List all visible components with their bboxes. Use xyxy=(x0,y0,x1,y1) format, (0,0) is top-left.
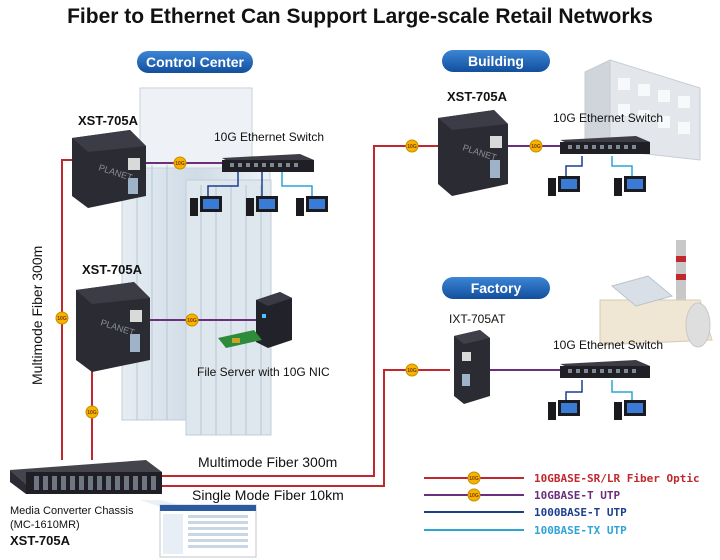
pc-icon xyxy=(548,176,580,196)
pc-icon xyxy=(296,196,328,216)
xst-building-label: XST-705A xyxy=(447,89,508,104)
svg-text:10G: 10G xyxy=(57,316,67,322)
singlemode-fiber-label: Single Mode Fiber 10km xyxy=(192,487,344,503)
zone-pill-building: Building xyxy=(442,50,550,72)
svg-text:10G: 10G xyxy=(407,368,417,374)
badge-10g: 10G xyxy=(185,313,199,327)
chassis-label: Media Converter Chassis xyxy=(10,505,134,517)
pc-workstations-control xyxy=(190,196,328,216)
vertical-fiber-label: Multimode Fiber 300m xyxy=(29,246,45,385)
badge-10g: 10G xyxy=(55,311,69,325)
factory-building xyxy=(599,240,713,348)
svg-text:10G: 10G xyxy=(175,161,185,167)
svg-text:Building: Building xyxy=(468,53,524,69)
svg-text:10G: 10G xyxy=(87,410,97,416)
zone-pill-control-center: Control Center xyxy=(137,51,253,73)
management-ui-screenshot xyxy=(140,500,257,558)
switch-building-label: 10G Ethernet Switch xyxy=(553,111,663,125)
pc-icon xyxy=(614,400,646,420)
badge-10g: 10G xyxy=(173,156,187,170)
svg-text:100BASE-TX UTP: 100BASE-TX UTP xyxy=(534,524,627,537)
svg-text:10G: 10G xyxy=(469,493,479,499)
svg-text:10G: 10G xyxy=(469,476,479,482)
ixt-factory-label: IXT-705AT xyxy=(449,312,506,326)
svg-text:10GBASE-T UTP: 10GBASE-T UTP xyxy=(534,489,620,502)
pc-icon xyxy=(548,400,580,420)
svg-text:10G: 10G xyxy=(187,318,197,324)
svg-text:10G: 10G xyxy=(407,144,417,150)
fiber-vertical-to-top-converter xyxy=(61,159,78,460)
switch-factory-label: 10G Ethernet Switch xyxy=(553,338,663,352)
zone-pill-factory: Factory xyxy=(442,277,550,299)
legend: 10G 10GBASE-SR/LR Fiber Optic 10G 10GBAS… xyxy=(424,471,700,537)
chassis-module-label: XST-705A xyxy=(10,533,71,548)
svg-text:Control Center: Control Center xyxy=(146,54,245,70)
xst-mid-label: XST-705A xyxy=(82,262,143,277)
pc-workstations-building xyxy=(548,176,646,196)
media-converter-xst-building: PLANET xyxy=(438,110,508,196)
media-converter-xst-top: PLANET xyxy=(72,130,146,208)
multimode-fiber-label: Multimode Fiber 300m xyxy=(198,454,337,470)
legend-item-fiber: 10G 10GBASE-SR/LR Fiber Optic xyxy=(424,471,700,485)
chassis-model-code: (MC-1610MR) xyxy=(10,519,80,531)
industrial-converter-ixt xyxy=(454,330,490,404)
svg-text:10G: 10G xyxy=(531,144,541,150)
legend-item-100-utp: 100BASE-TX UTP xyxy=(424,524,627,537)
svg-text:10GBASE-SR/LR Fiber Optic: 10GBASE-SR/LR Fiber Optic xyxy=(534,472,700,485)
file-server xyxy=(218,292,292,348)
svg-text:1000BASE-T UTP: 1000BASE-T UTP xyxy=(534,506,627,519)
badge-10g: 10G xyxy=(529,139,543,153)
xst-top-label: XST-705A xyxy=(78,113,139,128)
svg-text:Factory: Factory xyxy=(471,280,522,296)
page-title: Fiber to Ethernet Can Support Large-scal… xyxy=(67,5,653,28)
switch-building xyxy=(560,136,650,154)
pc-workstations-factory xyxy=(548,400,646,420)
pc-icon xyxy=(614,176,646,196)
badge-10g: 10G xyxy=(85,405,99,419)
legend-item-1000-utp: 1000BASE-T UTP xyxy=(424,506,627,519)
badge-10g: 10G xyxy=(405,363,419,377)
media-converter-chassis xyxy=(10,460,162,494)
switch-control-center xyxy=(222,154,314,172)
pc-icon xyxy=(190,196,222,216)
office-building xyxy=(584,59,701,161)
legend-item-10g-utp: 10G 10GBASE-T UTP xyxy=(424,488,620,502)
utp-1g-100m-links xyxy=(207,156,633,400)
switch-factory xyxy=(560,360,650,378)
switch-control-label: 10G Ethernet Switch xyxy=(214,130,324,144)
file-server-label: File Server with 10G NIC xyxy=(197,365,330,379)
media-converter-xst-mid: PLANET xyxy=(76,282,150,372)
badge-10g: 10G xyxy=(405,139,419,153)
pc-icon xyxy=(246,196,278,216)
10g-badges: 10G 10G 10G 10G 10G 10G 10G xyxy=(55,139,543,419)
